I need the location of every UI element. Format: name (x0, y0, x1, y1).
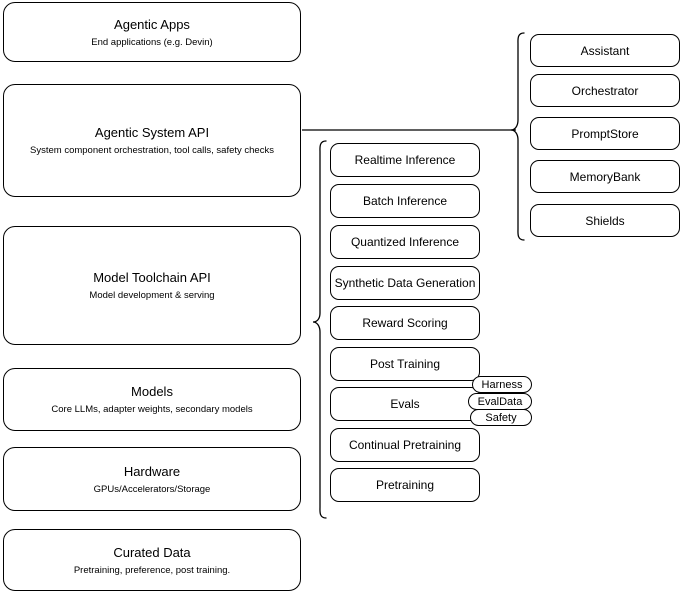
stack-layer-models[interactable]: Models Core LLMs, adapter weights, secon… (3, 368, 301, 431)
toolchain-capability-batch-inference[interactable]: Batch Inference (330, 184, 480, 218)
toolchain-capability-continual-pretraining[interactable]: Continual Pretraining (330, 428, 480, 462)
layer-title: Agentic System API (94, 125, 210, 140)
stack-layer-curated-data[interactable]: Curated Data Pretraining, preference, po… (3, 529, 301, 591)
toolchain-capability-synthetic-data-generation[interactable]: Synthetic Data Generation (330, 266, 480, 300)
agentic-component-memorybank[interactable]: MemoryBank (530, 160, 680, 193)
toolchain-capability-reward-scoring[interactable]: Reward Scoring (330, 306, 480, 340)
layer-subtitle: Model development & serving (89, 290, 215, 301)
layer-title: Agentic Apps (114, 16, 190, 32)
toolchain-capability-quantized-inference[interactable]: Quantized Inference (330, 225, 480, 259)
layer-title: Model Toolchain API (93, 270, 211, 285)
layer-subtitle: Core LLMs, adapter weights, secondary mo… (51, 404, 253, 415)
toolchain-capability-evals[interactable]: Evals (330, 387, 480, 421)
evals-badge-safety[interactable]: Safety (470, 409, 532, 426)
layer-subtitle: Pretraining, preference, post training. (73, 564, 231, 576)
stack-layer-model-toolchain-api[interactable]: Model Toolchain API Model development & … (3, 226, 301, 345)
evals-badge-evaldata[interactable]: EvalData (468, 393, 532, 410)
agentic-component-assistant[interactable]: Assistant (530, 34, 680, 67)
stack-layer-hardware[interactable]: Hardware GPUs/Accelerators/Storage (3, 447, 301, 511)
layer-title: Hardware (123, 463, 181, 479)
layer-title: Models (131, 384, 173, 399)
agentic-component-shields[interactable]: Shields (530, 204, 680, 237)
layer-title: Curated Data (113, 544, 191, 560)
evals-badge-harness[interactable]: Harness (472, 376, 532, 393)
stack-layer-agentic-system-api[interactable]: Agentic System API System component orch… (3, 84, 301, 197)
layer-subtitle: System component orchestration, tool cal… (30, 145, 274, 156)
stack-layer-agentic-apps[interactable]: Agentic Apps End applications (e.g. Devi… (3, 2, 301, 62)
agentic-component-promptstore[interactable]: PromptStore (530, 117, 680, 150)
layer-subtitle: End applications (e.g. Devin) (91, 36, 213, 48)
agentic-component-orchestrator[interactable]: Orchestrator (530, 74, 680, 107)
toolchain-capability-post-training[interactable]: Post Training (330, 347, 480, 381)
layer-subtitle: GPUs/Accelerators/Storage (93, 483, 211, 495)
toolchain-capability-realtime-inference[interactable]: Realtime Inference (330, 143, 480, 177)
toolchain-capability-pretraining[interactable]: Pretraining (330, 468, 480, 502)
